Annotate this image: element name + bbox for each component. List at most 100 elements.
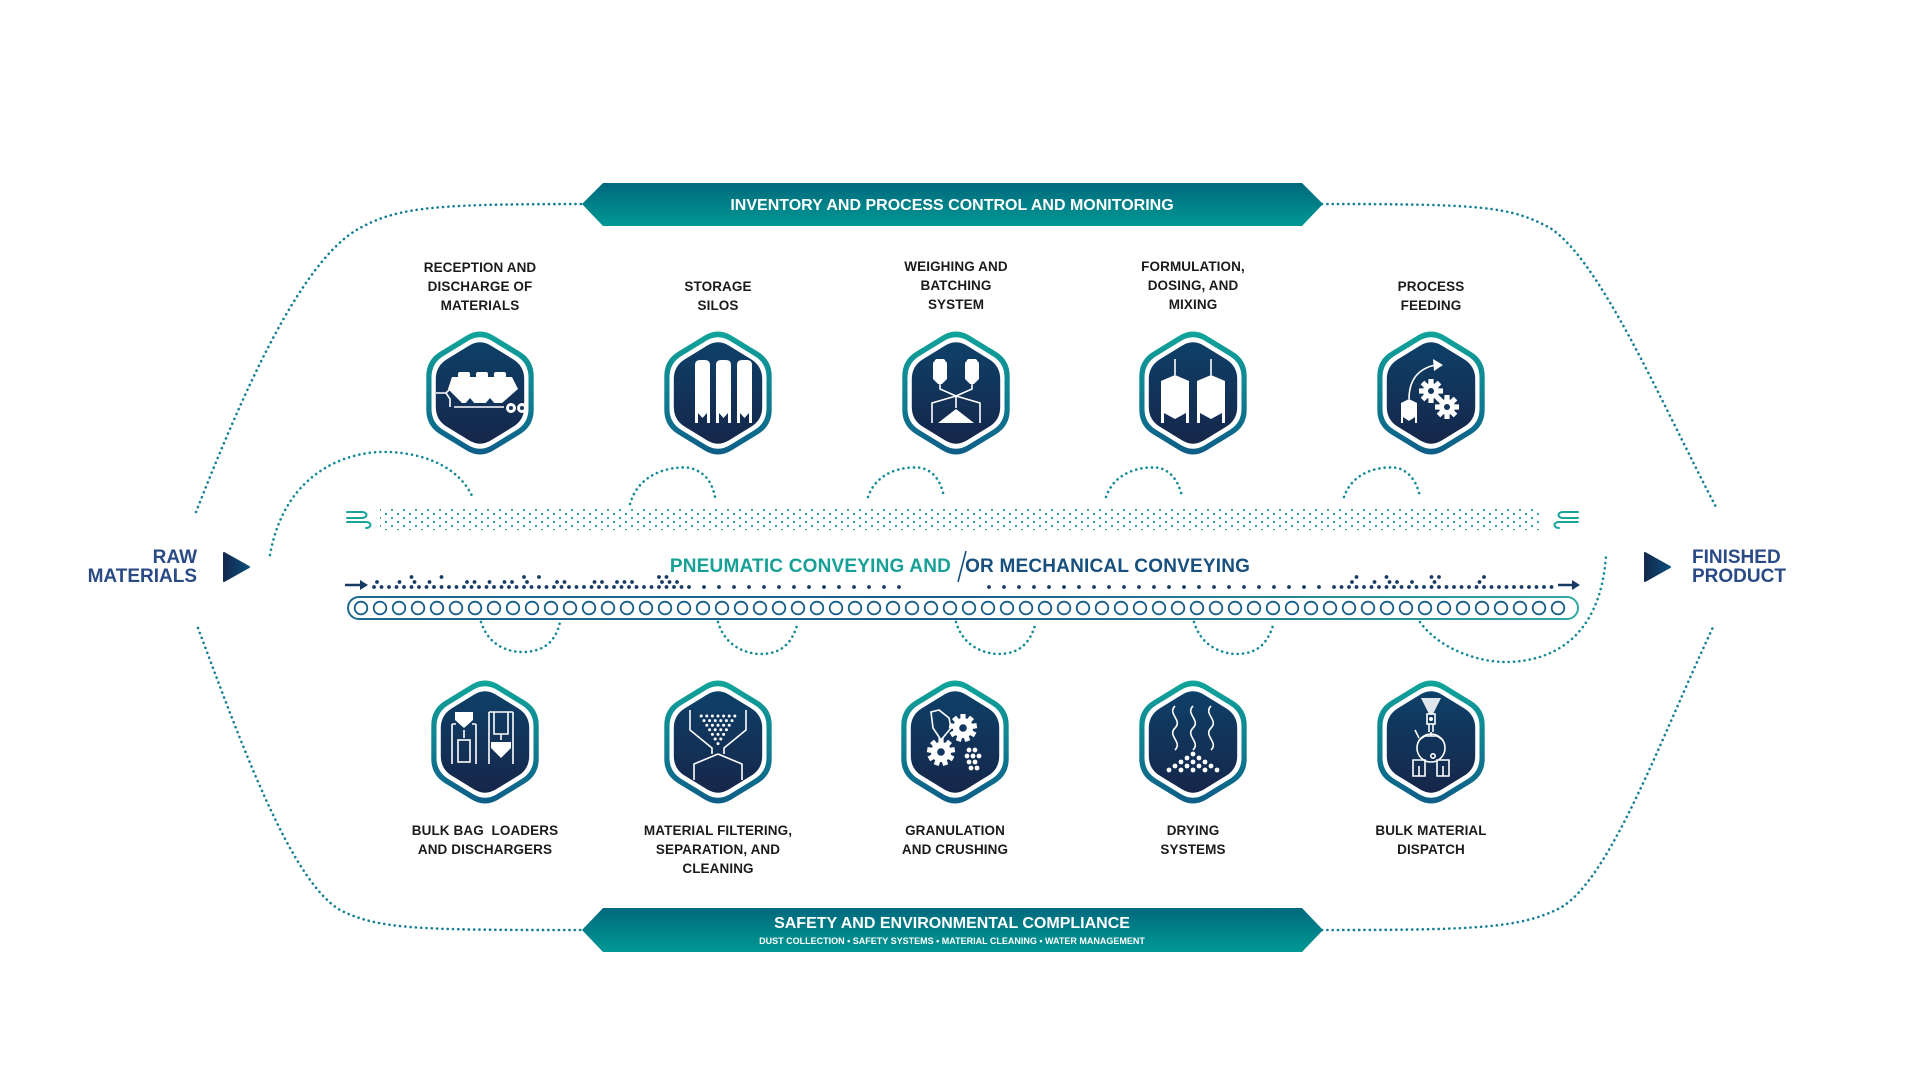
particle-dot: [427, 580, 432, 584]
stage-label-line: BATCHING: [920, 278, 992, 293]
particle-dot: [424, 585, 429, 589]
particle-dot: [1369, 585, 1374, 589]
roller-icon: [353, 600, 369, 616]
raw-materials-line: RAW: [152, 547, 197, 568]
finished-product-line: PRODUCT: [1692, 566, 1786, 587]
particle-dot: [1407, 585, 1411, 589]
particle-dot: [1167, 585, 1171, 589]
particle-dot: [1452, 585, 1456, 589]
particle-dot: [732, 585, 736, 589]
particle-dot: [664, 585, 669, 589]
roller-icon: [1151, 600, 1167, 616]
particle-dot: [1527, 585, 1531, 589]
particle-dot: [1414, 585, 1419, 589]
particle-dot: [1372, 580, 1377, 584]
loop-top-right: [1320, 202, 1718, 509]
particle-dot: [439, 585, 444, 589]
particle-dot: [592, 580, 597, 584]
crusher-gears-icon: [901, 680, 1009, 804]
bulk-bag-icon: [431, 680, 539, 804]
roller-icon: [1303, 600, 1319, 616]
roller-icon: [562, 600, 578, 616]
stage-label-filtering: MATERIAL FILTERING, SEPARATION, AND CLEA…: [608, 821, 828, 878]
particle-dot: [402, 585, 406, 589]
roller-icon: [942, 600, 958, 616]
roller-icon: [1113, 600, 1129, 616]
particle-dot: [387, 585, 391, 589]
roller-icon: [1360, 600, 1376, 616]
particle-dot: [1347, 585, 1351, 589]
stage-label-line: AND DISCHARGERS: [417, 842, 553, 857]
particle-dot: [1017, 585, 1021, 589]
storage-silos-icon: [664, 331, 772, 455]
particle-dot: [597, 585, 601, 589]
raw-materials-label: RAW MATERIALS: [88, 548, 197, 586]
hexagon-body: [1386, 691, 1476, 793]
stage-label-line: AND CRUSHING: [901, 842, 1009, 857]
gear-icon: [926, 738, 956, 767]
particle-dot: [492, 585, 496, 589]
roller-icon: [1056, 600, 1072, 616]
particle-dot: [604, 585, 609, 589]
particle-dot: [1384, 585, 1389, 589]
dispatch-tanker-icon: [1377, 680, 1485, 804]
particle-dot: [1459, 585, 1464, 589]
stage-label-line: MATERIALS: [440, 298, 520, 313]
particle-dot: [1429, 575, 1434, 579]
particle-dot: [375, 580, 379, 584]
roller-icon: [581, 600, 597, 616]
particle-dot: [1287, 585, 1291, 589]
gear-icon: [948, 714, 978, 743]
particle-dot: [630, 580, 634, 584]
roller-icon: [391, 600, 407, 616]
particle-dot: [1422, 585, 1426, 589]
roller-icon: [1284, 600, 1300, 616]
stage-label-weighing: WEIGHING AND BATCHING SYSTEM: [846, 257, 1066, 314]
roller-icon: [904, 600, 920, 616]
loop-bottom-right: [1320, 623, 1716, 932]
particle-dot: [537, 575, 541, 579]
roller-icon: [1531, 600, 1547, 616]
conveying-title-part1: PNEUMATIC CONVEYING AND: [669, 556, 952, 577]
roller-icon: [1341, 600, 1357, 616]
particle-dot: [472, 580, 477, 584]
particle-dot: [1377, 585, 1381, 589]
particle-dot: [1549, 585, 1554, 589]
particle-dot: [502, 580, 507, 584]
roller-icon: [676, 600, 692, 616]
particle-dot: [1437, 585, 1441, 589]
roller-icon: [1018, 600, 1034, 616]
particle-dot: [1077, 585, 1081, 589]
particle-dot: [1062, 585, 1066, 589]
particle-dot: [642, 585, 646, 589]
roller-icon: [923, 600, 939, 616]
roller-icon: [999, 600, 1015, 616]
drying-heat-icon: [1139, 680, 1247, 804]
particle-dot: [1272, 585, 1276, 589]
particle-dot: [1474, 585, 1479, 589]
roller-icon: [1208, 600, 1224, 616]
particle-dot: [510, 580, 514, 584]
finished-product-label: FINISHED PRODUCT: [1692, 548, 1786, 586]
particle-dot: [660, 580, 664, 584]
particle-dot: [1429, 585, 1434, 589]
particle-dot: [1242, 585, 1246, 589]
particle-dot: [507, 585, 511, 589]
particle-dot: [447, 585, 451, 589]
particle-dot: [1399, 585, 1404, 589]
material-particles: [372, 575, 1554, 589]
roller-icon: [1322, 600, 1338, 616]
particle-dot: [987, 585, 991, 589]
particle-dot: [1339, 585, 1344, 589]
loop-top-left: [194, 202, 597, 514]
roller-icon: [828, 600, 844, 616]
stage-label-bulk-bag: BULK BAG LOADERS AND DISCHARGERS: [375, 821, 595, 859]
particle-dot: [484, 585, 489, 589]
roller-icon: [448, 600, 464, 616]
particle-dot: [1092, 585, 1096, 589]
hexagon-body: [1148, 691, 1238, 793]
roller-icon: [809, 600, 825, 616]
roller-icon: [1455, 600, 1471, 616]
